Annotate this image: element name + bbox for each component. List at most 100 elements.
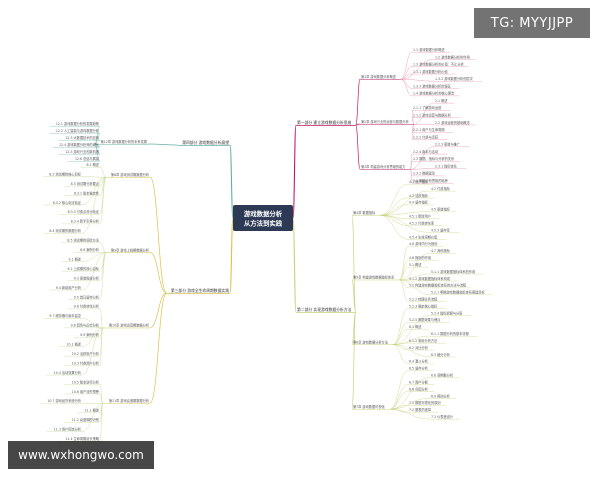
p3-group-link-3 — [149, 292, 167, 404]
p2-leaf-link-9 — [399, 246, 409, 281]
p2-leaf-link-21 — [392, 328, 409, 345]
p4-leaf-1: 12.2 人工智能与游戏数据分析 — [56, 128, 100, 133]
p2-group-label-1: 第5章 构建游戏数据指标体系 — [353, 275, 394, 280]
p2-leaf-link-30 — [389, 391, 409, 410]
p3-leaf-link-1 — [81, 176, 107, 178]
p2-leaf-15: 5.2 构建游戏数据指标体系的方法与流程 — [409, 283, 467, 288]
watermark-bottom: www.wxhongwo.com — [8, 441, 154, 469]
p1-leaf-12: 2.2.2 付费与活跃 — [413, 134, 439, 139]
p3-leaf-23: 10.5 版本迭代分析 — [72, 379, 100, 384]
p1-leaf-link-18 — [410, 169, 413, 184]
p3-leaf-link-3 — [99, 177, 107, 196]
p2-leaf-link-18 — [392, 308, 409, 345]
p2-leaf-25: 6.3 细分分析 — [431, 352, 451, 357]
p2-leaf-29: 6.7 用户分群 — [409, 379, 429, 384]
p1-leaf-link-6 — [400, 79, 413, 96]
p3-group-link-0 — [149, 176, 167, 294]
p3-leaf-12: 9.3 渠道投放分析 — [74, 275, 100, 280]
p2-leaf-0: 4.1 用户指标 — [409, 179, 429, 184]
mind-map-links — [81, 51, 435, 442]
p2-leaf-8: 4.5.4 生命周期价值 — [409, 234, 438, 239]
p2-leaf-link-19 — [392, 315, 431, 345]
branch-link-p3 — [229, 217, 234, 294]
p2-leaf-link-28 — [389, 377, 431, 410]
branch-link-p1 — [292, 124, 297, 219]
p1-leaf-0: 1.1 游戏数据分析概述 — [413, 47, 445, 52]
p3-leaf-16: 9.7 服务器与版本监控 — [49, 313, 81, 318]
p1-leaf-link-12 — [411, 124, 414, 140]
p3-leaf-link-14 — [99, 252, 107, 300]
p3-leaf-24: 10.6 用户流失预警 — [72, 389, 100, 394]
p1-group-link-1 — [355, 123, 361, 126]
p2-leaf-link-7 — [379, 215, 431, 233]
p2-leaf-3: 4.4 留存指标 — [409, 200, 429, 205]
p1-leaf-13: 2.2.3 渠道与推广 — [435, 142, 460, 147]
p2-leaf-34: 7.3 仪表盘设计 — [431, 414, 454, 419]
p2-group-label-3: 第7章 游戏数据可视化 — [353, 404, 386, 409]
p3-leaf-20: 10.2 活跃用户分析 — [72, 351, 100, 356]
p4-leaf-link-5 — [94, 144, 101, 162]
p2-leaf-26: 6.4 漏斗分析 — [409, 359, 429, 364]
p4-group-link-0 — [147, 143, 178, 146]
p3-leaf-9: 8.6 案例分析 — [80, 247, 100, 252]
p1-leaf-link-1 — [400, 59, 435, 80]
p3-leaf-15: 9.6 付费转化分析 — [74, 304, 100, 309]
p2-leaf-4: 4.5 渠道指标 — [431, 207, 451, 212]
p2-leaf-5: 4.5.1 新增用户 — [409, 214, 431, 219]
p1-leaf-4: 1.3.2 游戏数据分析的层次 — [435, 76, 474, 81]
p3-leaf-link-21 — [99, 327, 103, 366]
p1-leaf-link-4 — [400, 79, 435, 82]
p2-leaf-link-1 — [379, 190, 431, 216]
p2-group-label-0: 第4章 数据指标 — [353, 210, 376, 215]
p1-leaf-5: 1.3.3 游戏数据分析的误区 — [413, 83, 452, 88]
branch-link-p4 — [229, 144, 234, 219]
p3-leaf-1: 8.2 测试期的核心目标 — [49, 171, 81, 176]
p2-leaf-33: 7.2 图表的选择 — [409, 407, 432, 412]
p3-leaf-26: 11.1 概述 — [85, 408, 100, 413]
p3-leaf-29: 11.4 生命周期延长策略 — [65, 436, 99, 441]
p4-leaf-0: 12.1 游戏数据分析的发展趋势 — [56, 121, 100, 126]
p1-leaf-link-16 — [410, 168, 435, 170]
p3-leaf-link-29 — [99, 403, 103, 442]
p3-leaf-link-23 — [99, 384, 103, 404]
p1-group-link-2 — [355, 124, 361, 170]
p2-leaf-link-33 — [389, 409, 409, 413]
p2-leaf-14: 5.1.2 游戏数据指标体系构成 — [409, 276, 451, 281]
p3-leaf-7: 8.4 测试期的数据分析 — [49, 228, 81, 233]
p3-group-label-2: 第10章 游戏运营期数据分析 — [109, 323, 150, 328]
p3-leaf-link-5 — [99, 177, 107, 215]
p1-leaf-link-15 — [410, 160, 413, 170]
p2-leaf-23: 6.1.2 常用分析方法 — [409, 338, 437, 343]
p2-leaf-link-26 — [392, 344, 409, 364]
p3-leaf-19: 10.1 概述 — [67, 342, 82, 347]
p1-leaf-11: 2.2.1 用户与生命周期 — [413, 127, 444, 132]
branch-label-p2: 第二部分 实现游戏数据分析方法 — [297, 307, 352, 312]
p3-leaf-link-6 — [99, 177, 107, 224]
p2-leaf-11: 4.8 指标的作用 — [409, 255, 431, 260]
p3-group-label-3: 第11章 游戏衰退期数据分析 — [109, 398, 150, 403]
p3-leaf-link-15 — [99, 308, 103, 329]
p2-leaf-27: 6.5 留存分析 — [409, 366, 429, 371]
p2-leaf-6: 4.5.2 付费转化率 — [409, 220, 435, 225]
p2-group-link-2 — [351, 311, 357, 345]
p2-leaf-link-3 — [379, 204, 409, 216]
p1-leaf-18: 3.1 数据分析思维的培养 — [413, 178, 449, 183]
p2-leaf-13: 5.1.1 游戏数据指标体系的作用 — [431, 269, 475, 274]
branch-label-p4: 第四部分 游戏数据分析展望 — [182, 140, 229, 145]
p2-leaf-9: 4.6 游戏内行为指标 — [409, 241, 438, 246]
p3-leaf-3: 8.3.1 版本稳定性 — [74, 190, 100, 195]
p3-leaf-link-10 — [81, 252, 107, 262]
p1-leaf-7: 2.1 概述 — [435, 98, 448, 103]
p3-leaf-14: 9.5 首日留存分析 — [74, 294, 100, 299]
p1-group-label-1: 第2章 游戏行业的运营与数据分析 — [361, 119, 409, 124]
p2-leaf-31: 6.9 预测分析 — [431, 393, 451, 398]
p2-leaf-19: 5.2.4 指标拆解与分层 — [431, 310, 462, 315]
p3-leaf-8: 8.5 测试期的调优方法 — [67, 238, 99, 243]
p3-leaf-link-7 — [81, 177, 107, 234]
p2-leaf-link-17 — [399, 279, 409, 302]
p1-leaf-2: 1.3 游戏数据分析的价值：不止分析 — [413, 62, 465, 67]
p1-leaf-16: 2.3.1 指标体系 — [435, 163, 457, 168]
p3-leaf-4: 8.3.2 核心玩法验证 — [53, 200, 82, 205]
p2-leaf-link-16 — [399, 279, 431, 295]
